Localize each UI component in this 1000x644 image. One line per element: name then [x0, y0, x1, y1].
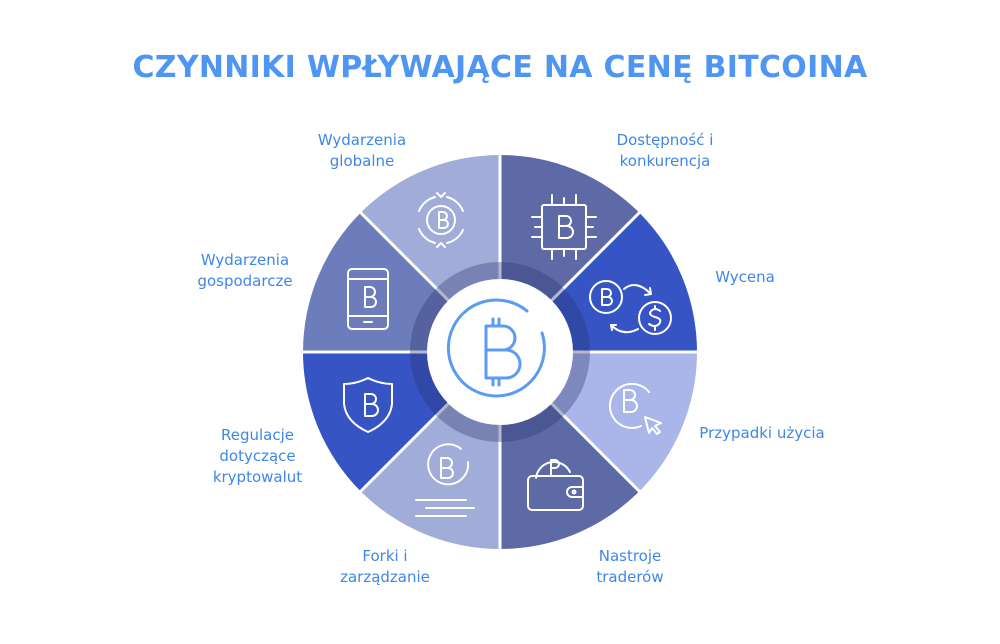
bitcoin-chip-icon [531, 194, 597, 260]
label-valuation: Wycena [715, 268, 775, 286]
label-global-events: Wydarzenia globalne [317, 131, 407, 170]
bitcoin-cursor-click-icon [609, 382, 662, 435]
label-availability: Dostępność i konkurencja [616, 131, 714, 170]
center-disc [427, 279, 573, 425]
page-title: CZYNNIKI WPŁYWAJĄCE NA CENĘ BITCOINA [132, 50, 868, 85]
label-trader-sentiment: Nastroje traderów [596, 547, 664, 586]
label-use-cases: Przypadki użycia [699, 424, 825, 442]
bitcoin-tablet-icon [347, 268, 389, 330]
bitcoin-dollar-exchange-icon [589, 280, 672, 335]
bitcoin-coin-stack-icon [415, 443, 475, 517]
bitcoin-shield-icon [343, 377, 393, 433]
bitcoin-globe-arrows-icon [418, 192, 464, 248]
label-regulations: Regulacje dotyczące kryptowalut [212, 426, 303, 486]
bitcoin-wallet-icon [527, 459, 584, 511]
label-forks-governance: Forki i zarządzanie [340, 547, 430, 586]
bitcoin-circle-icon [446, 298, 546, 398]
label-economic-events: Wydarzenia gospodarcze [197, 251, 293, 290]
